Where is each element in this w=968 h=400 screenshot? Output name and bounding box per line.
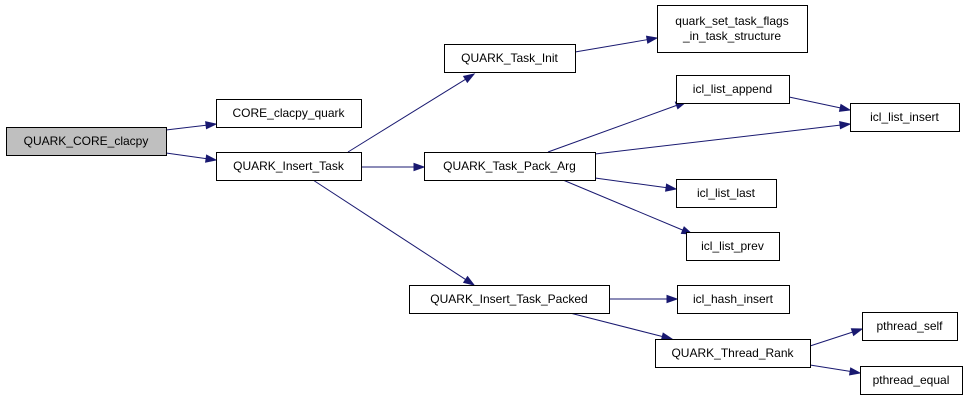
edge-quark_task_pack_arg-to-icl_list_append — [547, 101, 688, 153]
edge-quark_thread_rank-to-pthread_equal — [809, 364, 862, 376]
node-box[interactable] — [676, 75, 790, 104]
node-box[interactable] — [860, 366, 963, 395]
arrowhead-icon — [660, 332, 674, 341]
node-label: icl_list_prev — [701, 239, 764, 253]
node-box[interactable] — [657, 5, 808, 53]
arrowhead-icon — [462, 275, 476, 286]
node-quark_task_init[interactable]: QUARK_Task_Init — [444, 44, 576, 73]
edge-quark_core_clacpy-to-quark_insert_task — [165, 152, 218, 163]
arrowhead-icon — [839, 121, 852, 130]
node-icl_list_insert[interactable]: icl_list_insert — [850, 103, 960, 132]
node-label: QUARK_Insert_Task_Packed — [430, 292, 587, 306]
node-quark_thread_rank[interactable]: QUARK_Thread_Rank — [655, 339, 811, 368]
node-icl_list_last[interactable]: icl_list_last — [676, 179, 777, 208]
node-box[interactable] — [216, 152, 362, 181]
node-label: icl_list_insert — [870, 110, 939, 124]
edge-line — [547, 104, 677, 153]
edge-line — [809, 331, 853, 347]
arrowhead-icon — [838, 103, 852, 112]
edge-line — [347, 78, 466, 153]
edge-quark_insert_task_packed-to-quark_thread_rank — [569, 312, 674, 341]
edge-quark_task_pack_arg-to-icl_list_last — [594, 177, 678, 192]
node-pthread_self[interactable]: pthread_self — [862, 312, 958, 341]
node-box[interactable] — [424, 152, 596, 181]
node-box[interactable] — [676, 179, 777, 208]
node-label: pthread_equal — [873, 373, 950, 387]
edge-quark_insert_task-to-quark_task_pack_arg — [361, 162, 426, 172]
node-label: icl_list_last — [697, 186, 756, 200]
edge-line — [562, 179, 683, 231]
node-box[interactable] — [862, 312, 958, 341]
edge-line — [594, 177, 667, 189]
edge-icl_list_append-to-icl_list_insert — [788, 96, 852, 112]
arrowhead-icon — [666, 294, 679, 304]
arrowhead-icon — [665, 183, 678, 192]
node-core_clacpy_quark[interactable]: CORE_clacpy_quark — [216, 99, 362, 128]
node-quark_task_pack_arg[interactable]: QUARK_Task_Pack_Arg — [424, 152, 596, 181]
node-quark_core_clacpy[interactable]: QUARK_CORE_clacpy — [6, 127, 167, 156]
edge-line — [594, 124, 841, 155]
node-icl_hash_insert[interactable]: icl_hash_insert — [677, 285, 790, 314]
node-box[interactable] — [850, 103, 960, 132]
node-box[interactable] — [6, 127, 167, 156]
arrowhead-icon — [462, 73, 476, 84]
node-box[interactable] — [409, 285, 610, 314]
edge-line — [165, 152, 207, 160]
node-label: _in_task_structure — [682, 29, 781, 43]
arrowhead-icon — [645, 35, 659, 44]
edge-line — [312, 179, 466, 280]
node-box[interactable] — [444, 44, 576, 73]
node-label: QUARK_Insert_Task — [233, 159, 345, 173]
node-box[interactable] — [216, 99, 362, 128]
node-quark_insert_task_packed[interactable]: QUARK_Insert_Task_Packed — [409, 285, 610, 314]
node-label: icl_list_append — [693, 82, 772, 96]
edge-quark_insert_task-to-quark_insert_task_packed — [312, 179, 476, 286]
node-label: icl_hash_insert — [693, 292, 774, 306]
edge-line — [574, 39, 648, 53]
node-label: CORE_clacpy_quark — [232, 106, 345, 120]
node-icl_list_prev[interactable]: icl_list_prev — [686, 232, 780, 261]
node-label: QUARK_Thread_Rank — [671, 346, 794, 360]
node-label: QUARK_Task_Pack_Arg — [443, 159, 576, 173]
node-label: pthread_self — [876, 319, 943, 333]
edge-quark_insert_task-to-quark_task_init — [347, 73, 476, 153]
nodes-layer: QUARK_CORE_clacpyCORE_clacpy_quarkQUARK_… — [6, 5, 963, 395]
arrowhead-icon — [850, 328, 864, 337]
node-label: QUARK_CORE_clacpy — [24, 134, 149, 148]
node-box[interactable] — [677, 285, 790, 314]
edge-line — [165, 124, 207, 131]
arrowhead-icon — [205, 154, 218, 163]
edge-quark_core_clacpy-to-core_clacpy_quark — [165, 121, 218, 131]
arrowhead-icon — [848, 367, 862, 376]
node-box[interactable] — [686, 232, 780, 261]
node-pthread_equal[interactable]: pthread_equal — [860, 366, 963, 395]
edge-quark_task_pack_arg-to-icl_list_insert — [594, 121, 852, 155]
edge-line — [788, 96, 841, 109]
node-box[interactable] — [655, 339, 811, 368]
node-quark_set_task_flags_in_task_structure[interactable]: quark_set_task_flags_in_task_structure — [657, 5, 808, 53]
edge-quark_task_init-to-quark_set_task_flags_in_task_structure — [574, 35, 659, 53]
node-label: quark_set_task_flags — [675, 14, 788, 28]
edge-line — [809, 364, 851, 372]
edge-quark_thread_rank-to-pthread_self — [809, 328, 864, 347]
arrowhead-icon — [205, 121, 218, 130]
node-label: QUARK_Task_Init — [461, 51, 558, 65]
arrowhead-icon — [413, 162, 426, 172]
node-icl_list_append[interactable]: icl_list_append — [676, 75, 790, 104]
edge-line — [569, 312, 663, 338]
edge-quark_insert_task_packed-to-icl_hash_insert — [609, 294, 679, 304]
node-quark_insert_task[interactable]: QUARK_Insert_Task — [216, 152, 362, 181]
